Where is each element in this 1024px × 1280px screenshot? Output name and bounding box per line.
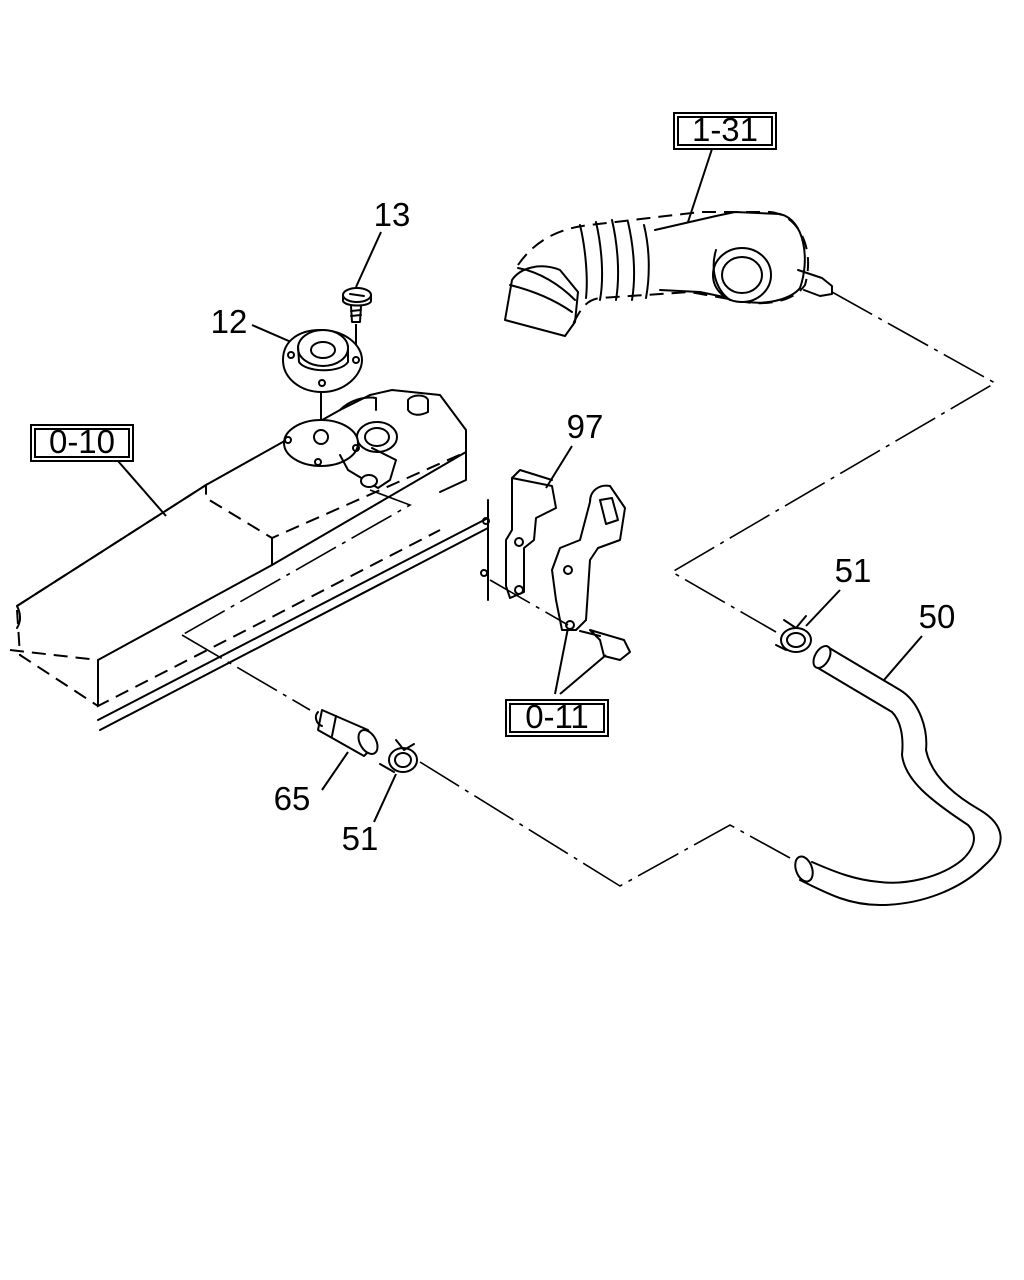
bracket-97[interactable] [505, 469, 557, 599]
leader-51-upper [805, 589, 841, 627]
ref-label-0-11: 0-11 [525, 698, 589, 735]
ref-box-0-10[interactable]: 0-10 [30, 423, 134, 462]
ref-box-1-31[interactable]: 1-31 [673, 111, 777, 150]
ref-box-0-11[interactable]: 0-11 [505, 698, 609, 737]
leader-0-11-a [554, 627, 569, 695]
fitting-65[interactable] [314, 709, 382, 757]
ref-label-0-10: 0-10 [49, 423, 115, 460]
callout-65: 65 [274, 780, 311, 817]
clip-51-lower[interactable] [379, 739, 418, 773]
leader-51-lower [373, 773, 397, 823]
intake-duct [504, 211, 833, 337]
leader-97 [545, 445, 573, 489]
callout-50: 50 [919, 598, 956, 635]
callout-97: 97 [567, 408, 604, 445]
leader-0-11-b [559, 654, 607, 695]
cover-12[interactable] [282, 329, 363, 393]
callout-13: 13 [374, 196, 411, 233]
callout-51-upper: 51 [835, 552, 872, 589]
leader-50 [883, 635, 923, 681]
clip-51-upper[interactable] [775, 615, 812, 653]
bracket-0-11[interactable] [551, 484, 631, 661]
head-cover [9, 389, 490, 731]
leader-65 [321, 751, 349, 791]
ref-label-1-31: 1-31 [692, 111, 758, 148]
callout-51-lower: 51 [342, 820, 379, 857]
hose-50[interactable] [792, 643, 1002, 906]
leader-13 [355, 231, 382, 288]
leader-1-31 [687, 148, 713, 223]
leader-0-10 [117, 460, 167, 517]
callout-12: 12 [211, 303, 248, 340]
